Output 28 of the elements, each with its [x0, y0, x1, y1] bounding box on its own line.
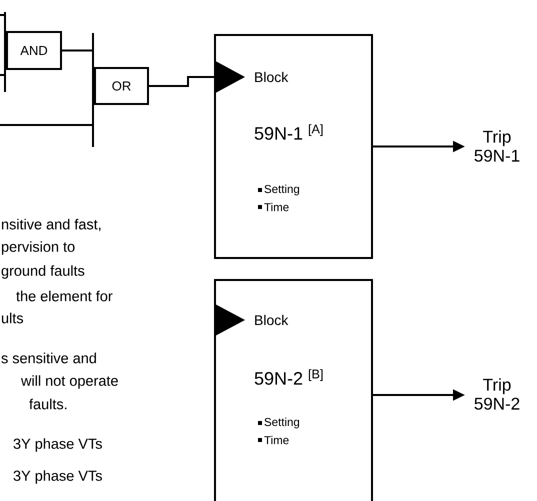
text-fragment: 3Y phase VTs	[14, 438, 102, 452]
block-label: Block	[255, 72, 288, 82]
text-fragment: 3Y phase VTs	[14, 470, 102, 484]
connector-line	[0, 124, 93, 126]
output-label: Trip 59N-2	[474, 378, 520, 410]
text-fragment: will not operate	[21, 375, 118, 389]
protection-block-box	[214, 279, 373, 501]
connector-line	[62, 50, 93, 52]
text-fragment: faults.	[29, 398, 66, 410]
element-name: 59N-1 $^{[A]}$	[254, 124, 323, 140]
output-label: Trip 59N-1	[474, 130, 520, 162]
connector-line	[0, 74, 5, 76]
bullet-item: Time	[258, 436, 289, 444]
text-fragment: nsitive and fast,	[2, 218, 100, 232]
text-fragment: ults	[2, 312, 24, 324]
bullet-item: Setting	[258, 418, 300, 428]
block-label: Block	[255, 314, 288, 326]
connector-line	[0, 14, 5, 16]
element-name: 59N-2 $^{[B]}$	[254, 369, 323, 385]
logic-gate-box: OR	[92, 33, 149, 147]
bullet-item: Setting	[258, 184, 300, 196]
text-fragment: the element for	[16, 290, 112, 302]
protection-block-box	[214, 34, 373, 259]
logic-gate-box: AND	[4, 12, 62, 92]
bullet-item: Time	[258, 202, 289, 212]
text-fragment: s sensitive and	[1, 352, 96, 364]
text-fragment: ground faults	[2, 265, 84, 279]
text-fragment: pervision to	[2, 241, 75, 255]
